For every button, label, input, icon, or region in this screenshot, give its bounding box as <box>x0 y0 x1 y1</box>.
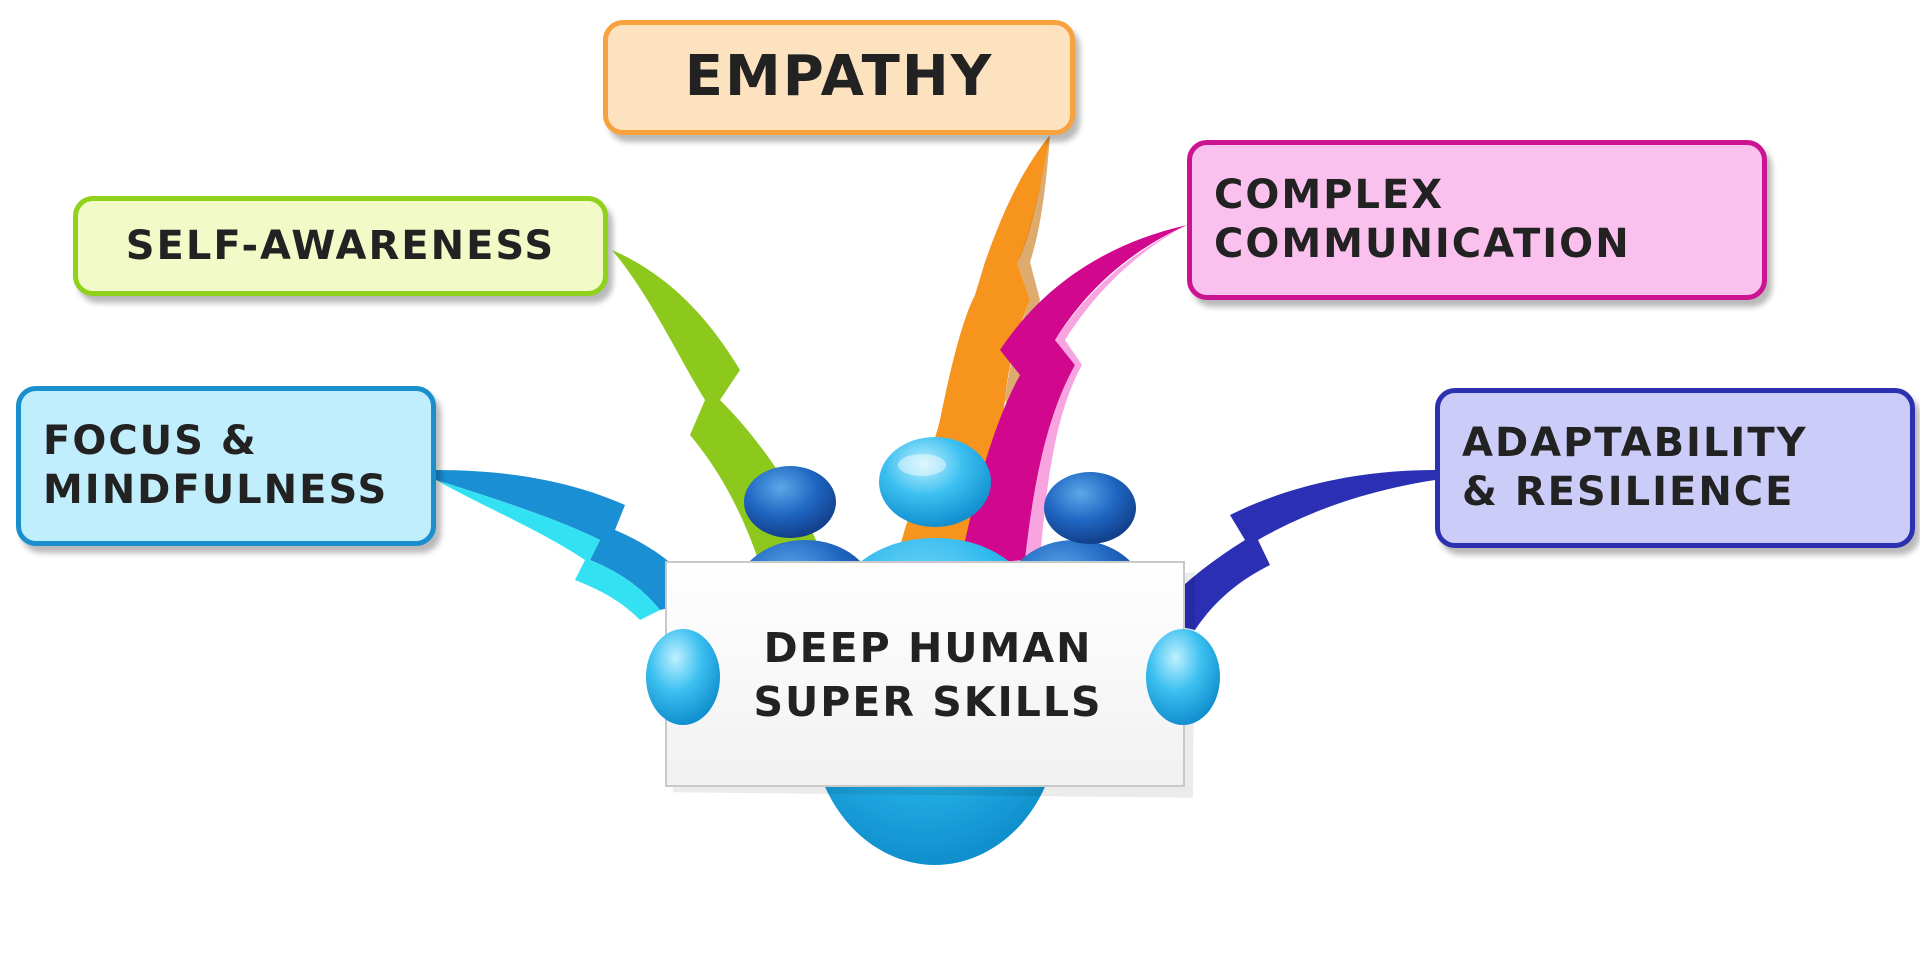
figure-center-head-shine <box>898 454 946 476</box>
node-adaptability-resilience-line1: ADAPTABILITY <box>1462 420 1808 467</box>
central-topic-line1: DEEP HUMAN <box>763 624 1093 673</box>
node-empathy: EMPATHY <box>603 20 1075 135</box>
branch-complex-communication-highlight <box>1025 225 1187 560</box>
node-self-awareness-label: SELF-AWARENESS <box>125 222 556 269</box>
branch-complex-communication <box>960 225 1187 565</box>
left-hand <box>646 629 720 725</box>
node-complex-communication-line2: COMMUNICATION <box>1214 221 1631 267</box>
figure-left-head <box>744 466 836 538</box>
node-complex-communication-line1: COMPLEX <box>1214 172 1445 219</box>
figure-right-head <box>1044 472 1136 544</box>
branch-focus-mindfulness-glow <box>436 480 660 620</box>
right-hand <box>1146 629 1220 725</box>
node-adaptability-resilience: ADAPTABILITY & RESILIENCE <box>1435 388 1915 548</box>
central-topic-line2: SUPER SKILLS <box>753 677 1103 726</box>
figure-center-head <box>879 437 991 527</box>
node-empathy-label: EMPATHY <box>684 44 994 110</box>
node-focus-mindfulness-line2: MINDFULNESS <box>43 467 389 513</box>
sign-board <box>665 561 1196 798</box>
node-focus-mindfulness-line1: FOCUS & <box>43 418 258 465</box>
branch-adaptability-resilience <box>1150 470 1435 630</box>
node-complex-communication: COMPLEX COMMUNICATION <box>1187 140 1767 300</box>
node-self-awareness: SELF-AWARENESS <box>73 196 608 296</box>
node-adaptability-resilience-line2: & RESILIENCE <box>1462 469 1795 515</box>
central-topic: DEEP HUMAN SUPER SKILLS <box>668 563 1188 788</box>
branch-focus-mindfulness <box>436 470 705 610</box>
node-focus-mindfulness: FOCUS & MINDFULNESS <box>16 386 436 546</box>
